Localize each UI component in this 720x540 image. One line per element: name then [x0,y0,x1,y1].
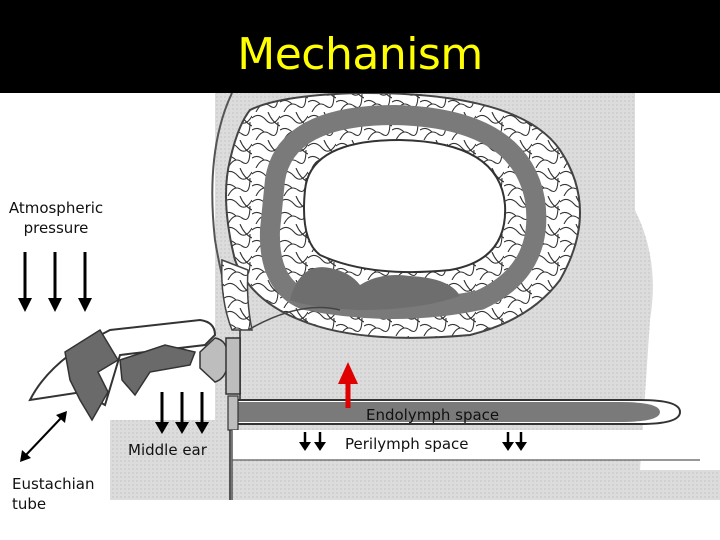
slide-title: Mechanism [237,29,483,80]
ear-diagram [18,93,720,500]
perilymph-space-label: Perilymph space [345,435,469,453]
atmospheric-label-line2: pressure [23,219,89,237]
cochlear-duct [227,395,703,500]
atmospheric-arrows [18,252,92,312]
eustachian-arrow [20,411,67,462]
atmospheric-pressure-label: Atmospheric pressure [6,198,106,238]
middle-ear-arrows [155,392,209,434]
endolymph-space-label: Endolymph space [366,406,500,424]
atmospheric-label-line1: Atmospheric [8,199,104,217]
labyrinth [220,93,581,339]
eustachian-label-line1: Eustachian [12,475,95,493]
endolymph-up-arrow [338,362,358,408]
ossicles [28,318,241,422]
title-bar [0,0,720,93]
middle-ear-label: Middle ear [128,441,207,459]
perilymph-arrows-right [502,432,527,451]
eustachian-label-line2: tube [12,495,47,513]
eustachian-tube-label: Eustachian tube [12,474,95,514]
perilymph-arrows-left [299,432,326,451]
